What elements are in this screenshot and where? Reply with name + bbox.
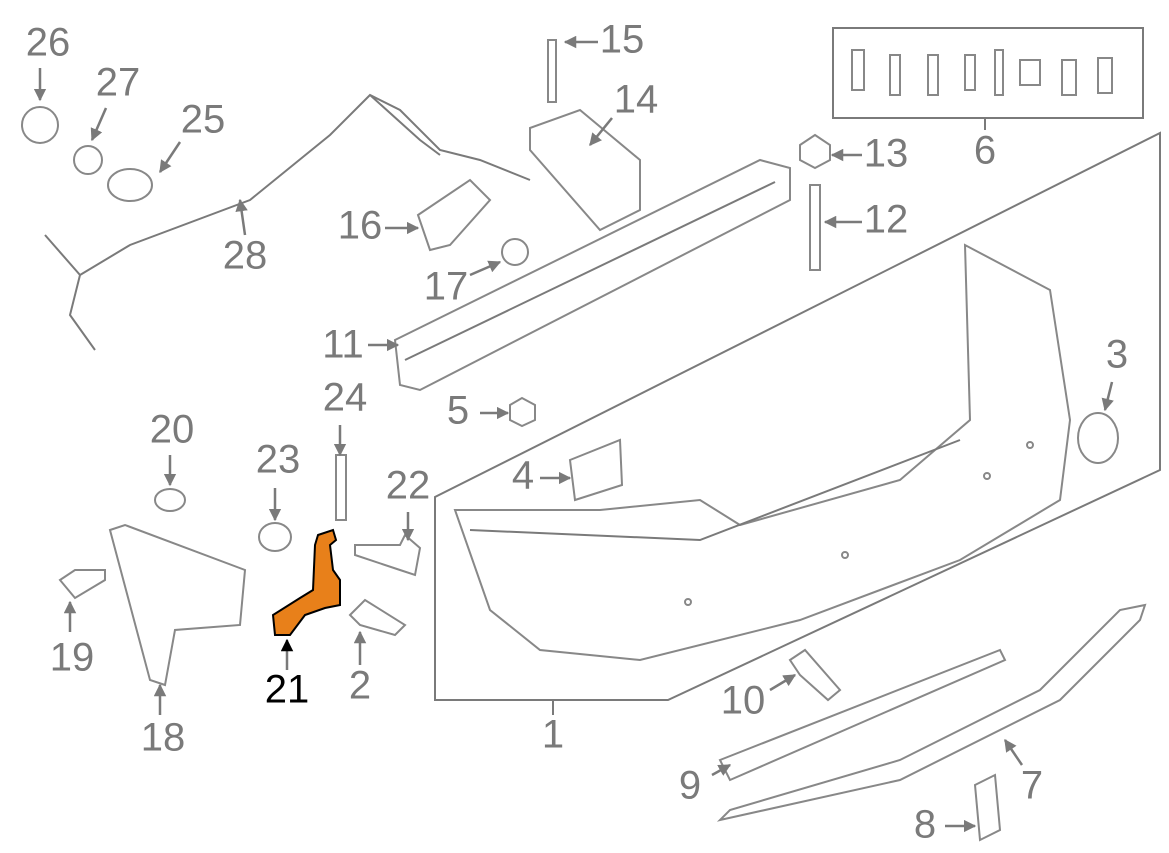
part-4 — [568, 438, 624, 502]
part-12 — [809, 184, 821, 271]
part-19 — [58, 569, 106, 600]
callout-9: 9 — [679, 764, 701, 808]
part-5 — [509, 396, 536, 428]
callout-3: 3 — [1106, 333, 1128, 377]
callout-15: 15 — [600, 18, 645, 62]
callout-24: 24 — [323, 376, 368, 420]
part-14 — [529, 108, 641, 232]
callout-12: 12 — [864, 198, 909, 242]
callout-17: 17 — [424, 265, 469, 309]
part-15 — [547, 39, 557, 103]
bumper-group-outline — [434, 131, 1161, 701]
part-25 — [107, 168, 153, 202]
callout-1: 1 — [542, 713, 564, 757]
callout-23: 23 — [256, 438, 301, 482]
part-18 — [108, 523, 247, 687]
callout-18: 18 — [141, 716, 186, 760]
callout-7: 7 — [1021, 764, 1043, 808]
callout-28: 28 — [223, 234, 268, 278]
part-13 — [799, 133, 831, 170]
part-20 — [154, 488, 186, 512]
bumper-cover — [453, 243, 1072, 662]
impact-bar — [393, 158, 791, 392]
part-17 — [501, 238, 529, 266]
lower-valance — [716, 603, 1147, 822]
callout-16: 16 — [338, 204, 383, 248]
callout-22: 22 — [386, 464, 431, 508]
callout-14: 14 — [614, 78, 659, 122]
leader-arrows — [33, 35, 1114, 833]
part-22 — [354, 533, 422, 577]
callout-10: 10 — [721, 679, 766, 723]
part-2 — [348, 598, 407, 637]
part-23 — [258, 522, 292, 552]
hardware-kit-6 — [851, 49, 1113, 96]
part-21-highlighted — [271, 528, 341, 636]
callout-26: 26 — [26, 21, 71, 65]
callout-8: 8 — [914, 803, 936, 847]
part-3 — [1077, 412, 1119, 464]
part-27 — [73, 145, 103, 175]
callout-21-highlighted: 21 — [265, 668, 310, 712]
callout-5: 5 — [447, 389, 469, 433]
callout-13: 13 — [864, 132, 909, 176]
callout-19: 19 — [50, 636, 95, 680]
part-16 — [416, 178, 492, 252]
callout-4: 4 — [512, 454, 534, 498]
part-24 — [335, 454, 347, 521]
part-26 — [21, 106, 59, 144]
callout-11: 11 — [322, 323, 364, 367]
part-8 — [973, 773, 1002, 842]
callout-2: 2 — [349, 664, 371, 708]
part-10 — [788, 648, 842, 702]
hardware-group-box — [832, 27, 1144, 119]
callout-6: 6 — [974, 129, 996, 173]
callout-27: 27 — [96, 61, 141, 105]
callout-20: 20 — [150, 408, 195, 452]
wiring-harness — [44, 93, 531, 351]
callout-25: 25 — [181, 98, 226, 142]
